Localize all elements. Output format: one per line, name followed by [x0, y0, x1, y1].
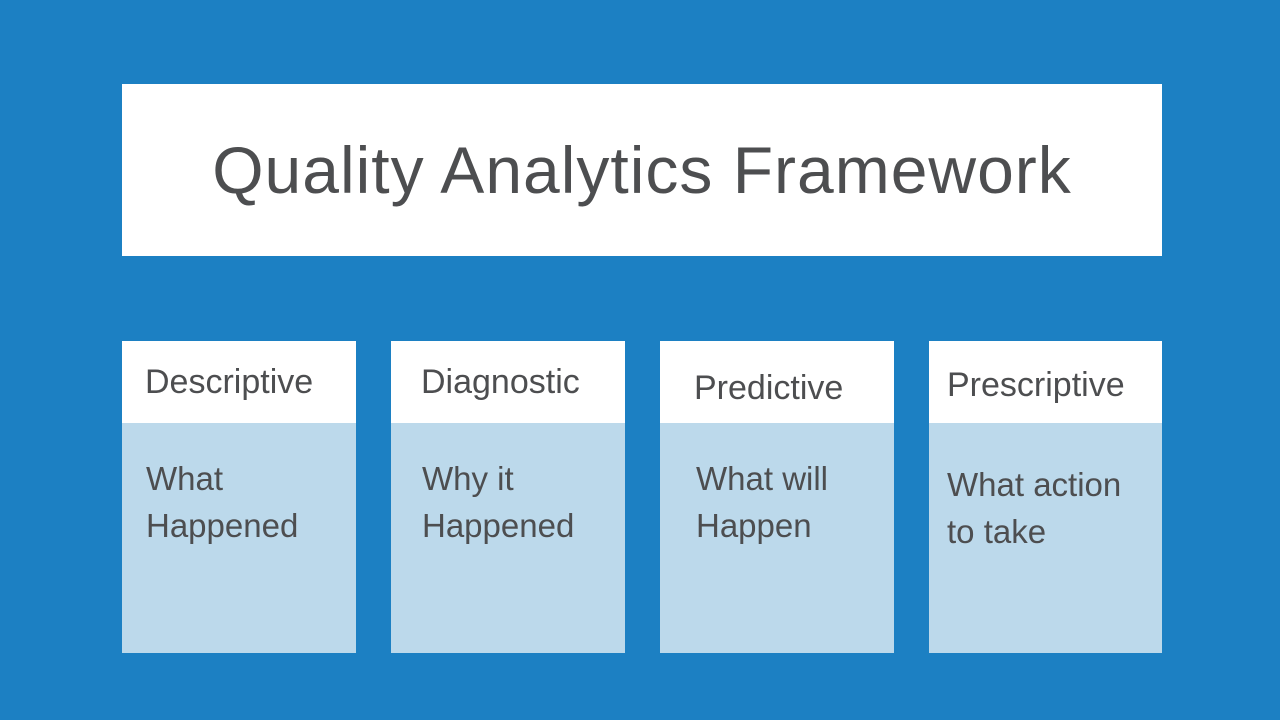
column-header: Prescriptive: [929, 341, 1162, 423]
slide-title: Quality Analytics Framework: [212, 133, 1072, 207]
column-header-label: Descriptive: [145, 362, 314, 401]
column-header: Predictive: [660, 341, 894, 423]
column-header-label: Prescriptive: [947, 365, 1125, 404]
column-header-label: Diagnostic: [421, 362, 580, 401]
framework-columns: Descriptive What Happened Diagnostic Why…: [122, 341, 1162, 653]
column-prescriptive: Prescriptive What action to take: [929, 341, 1162, 653]
column-header: Diagnostic: [391, 341, 625, 423]
column-predictive: Predictive What will Happen: [660, 341, 894, 653]
column-descriptive: Descriptive What Happened: [122, 341, 356, 653]
column-body-text: Why it Happened: [391, 423, 625, 653]
column-body-text: What action to take: [929, 423, 1162, 653]
column-body-text: What will Happen: [660, 423, 894, 653]
column-diagnostic: Diagnostic Why it Happened: [391, 341, 625, 653]
column-header-label: Predictive: [694, 368, 844, 407]
column-body-text: What Happened: [122, 423, 356, 653]
column-header: Descriptive: [122, 341, 356, 423]
title-card: Quality Analytics Framework: [122, 84, 1162, 256]
